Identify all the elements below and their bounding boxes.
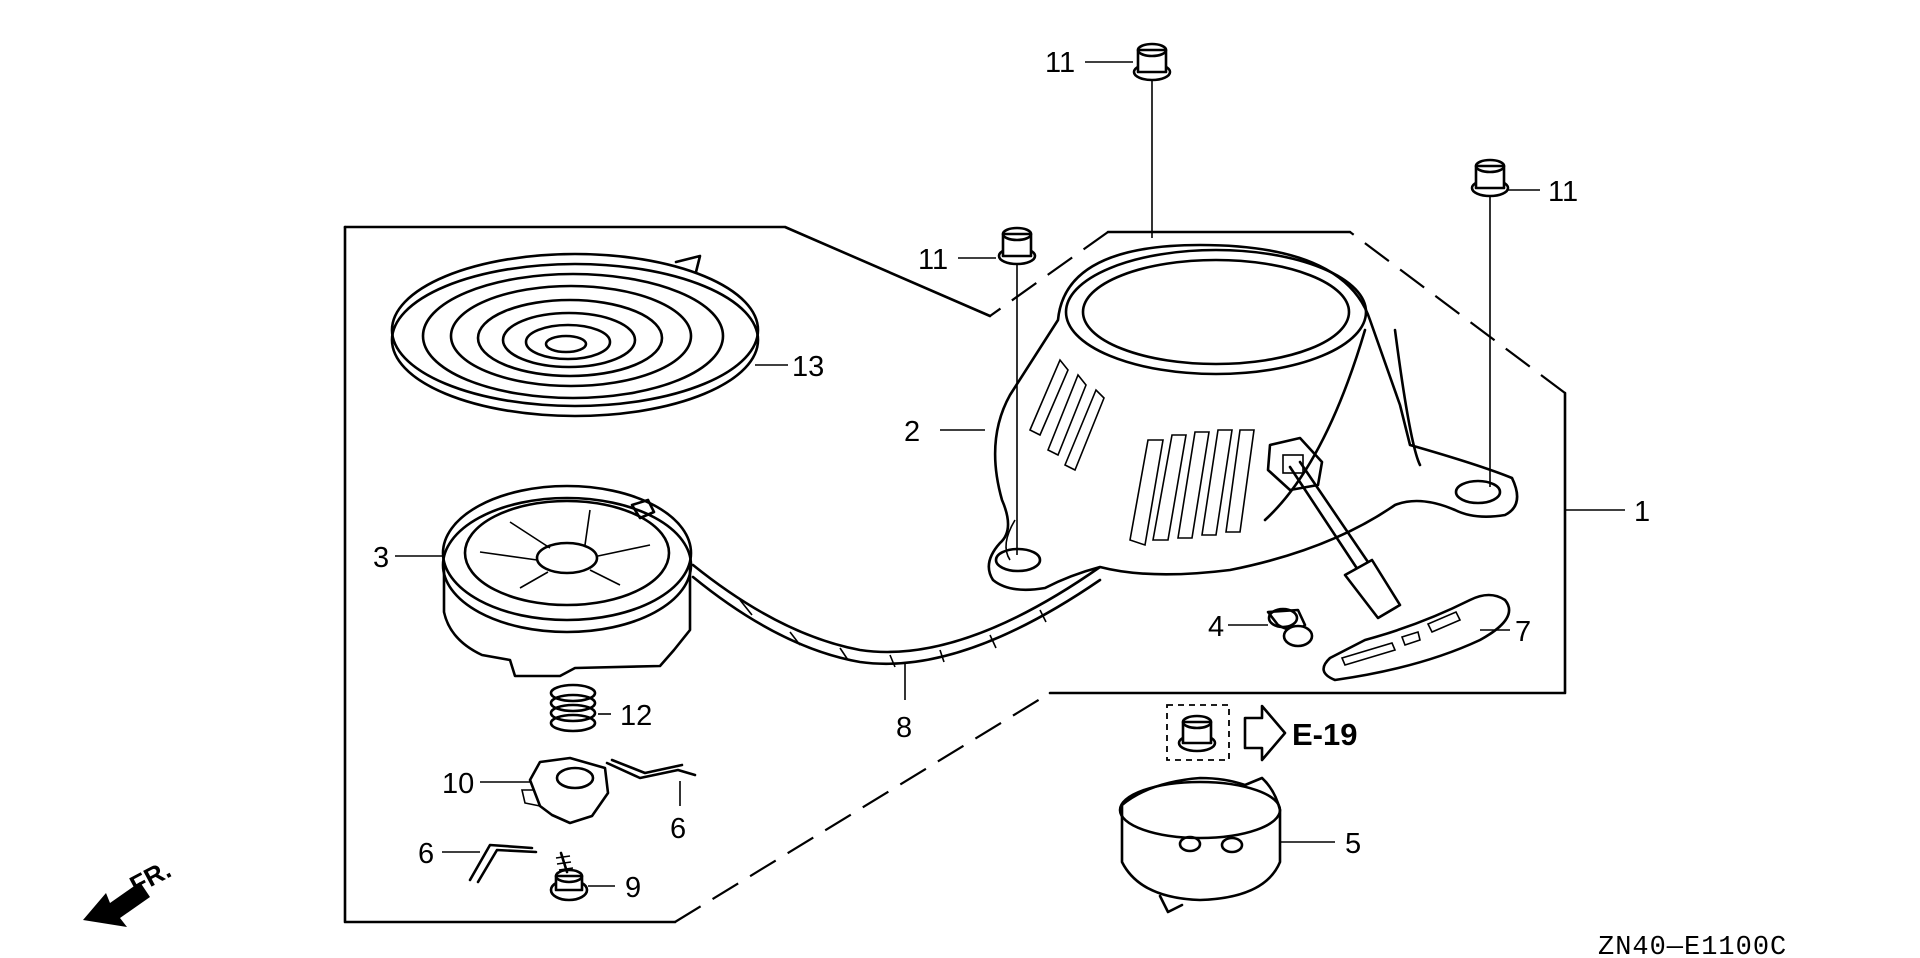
reference-arrow — [1243, 704, 1287, 762]
friction-spring-left — [468, 843, 538, 884]
callout-2: 2 — [904, 416, 920, 448]
starter-rope — [691, 563, 1102, 668]
callout-4: 4 — [1208, 611, 1224, 643]
callout-11-left: 11 — [918, 244, 948, 276]
reference-label: E-19 — [1292, 717, 1357, 752]
friction-spring-right — [605, 758, 697, 780]
callout-7: 7 — [1515, 616, 1531, 648]
flange-nuts — [997, 42, 1510, 555]
assembly-boundary — [343, 225, 1567, 924]
rope-bushing — [1266, 607, 1314, 648]
flange-nut-left — [997, 226, 1037, 555]
diagram-code: ZN40—E1100C — [1598, 933, 1787, 958]
callout-9: 9 — [625, 872, 641, 904]
flange-nut-right — [1470, 158, 1510, 487]
callout-3: 3 — [373, 542, 389, 574]
ratchet — [520, 756, 610, 825]
return-spring — [549, 683, 597, 733]
starter-grip — [1288, 460, 1511, 682]
starter-pulley — [1118, 776, 1282, 914]
reference-nut-box — [1166, 704, 1230, 761]
front-direction-arrow — [83, 882, 150, 927]
callout-8: 8 — [896, 712, 912, 744]
starter-case — [987, 243, 1519, 592]
callout-10: 10 — [442, 768, 474, 800]
callout-12: 12 — [620, 700, 652, 732]
callout-6-right: 6 — [670, 813, 686, 845]
callout-labels: 11 11 11 13 2 3 1 4 7 8 12 10 6 6 9 5 — [373, 47, 1650, 904]
flange-nut-top — [1132, 42, 1172, 238]
callout-6-left: 6 — [418, 838, 434, 870]
callout-13: 13 — [792, 351, 824, 383]
setting-bolt — [549, 851, 589, 902]
recoil-reel — [441, 484, 693, 678]
recoil-spring — [390, 252, 760, 418]
callout-11-right: 11 — [1548, 176, 1578, 208]
leader-lines — [395, 61, 1625, 887]
callout-5: 5 — [1345, 828, 1361, 860]
callout-11-top: 11 — [1045, 47, 1075, 79]
callout-1: 1 — [1634, 496, 1650, 528]
